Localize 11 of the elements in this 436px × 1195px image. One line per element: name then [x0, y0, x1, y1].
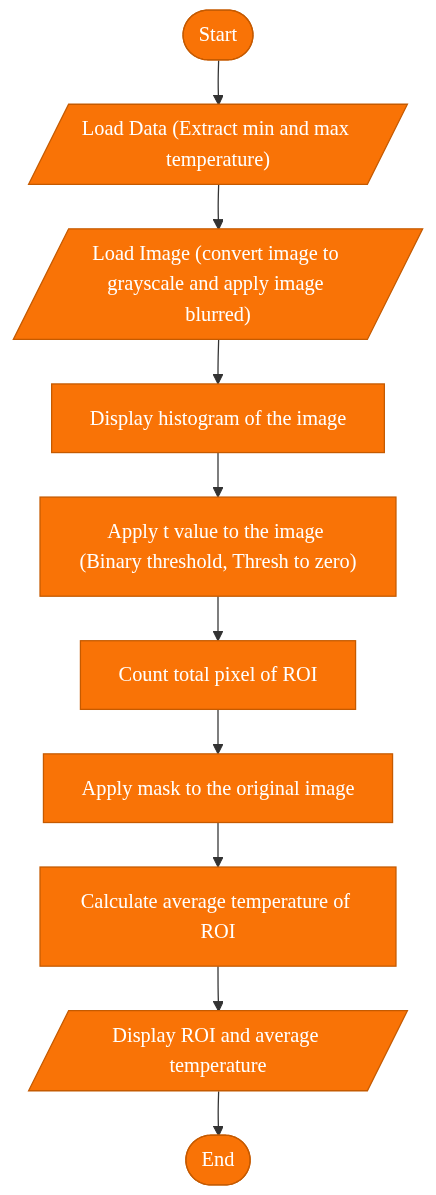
arrow: [212, 451, 224, 498]
arrow: [212, 1090, 224, 1137]
node-box: Count total pixel of ROI: [79, 640, 357, 710]
node-box: Display histogram of the image: [51, 383, 385, 454]
node-box: Apply t value to the image (Binary threshold, Thresh to zero): [39, 496, 397, 597]
arrow: [212, 821, 224, 868]
arrow: [212, 595, 224, 642]
node-box: Apply mask to the original image: [42, 753, 394, 824]
arrow: [212, 339, 224, 385]
node-box: Calculate average temperature of ROI: [39, 866, 397, 967]
arrow: [212, 708, 224, 755]
